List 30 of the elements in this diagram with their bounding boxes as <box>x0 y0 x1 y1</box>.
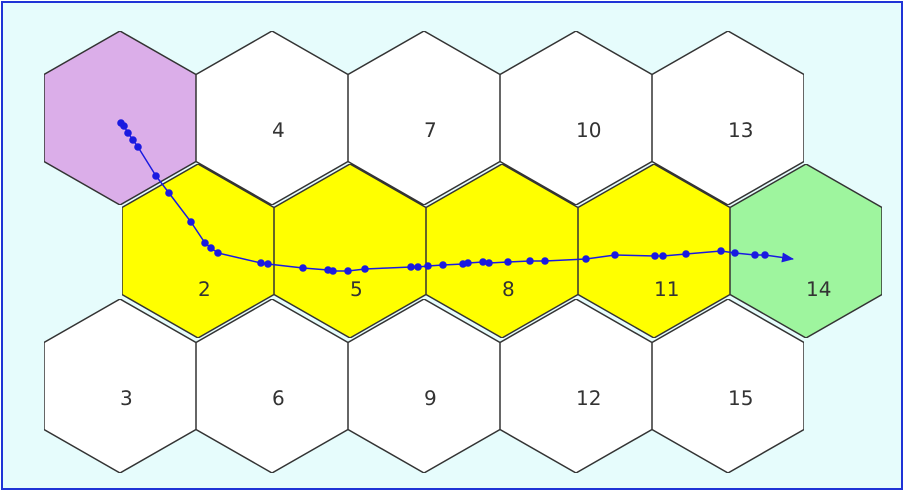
hexagon <box>348 299 500 473</box>
cell-number: 13 <box>728 118 754 142</box>
cell-number: 8 <box>502 277 515 301</box>
hexagon <box>426 164 578 338</box>
cell-number: 3 <box>120 386 133 410</box>
trajectory-arrow <box>634 250 794 262</box>
hexagon <box>348 31 500 205</box>
hexagon <box>44 299 196 473</box>
hexagon <box>196 31 348 205</box>
cell-number: 10 <box>576 118 602 142</box>
cell-number: 14 <box>806 277 832 301</box>
cell-number: 4 <box>272 118 285 142</box>
cell-number: 11 <box>654 277 680 301</box>
hexagon <box>500 31 652 205</box>
hexagon <box>196 299 348 473</box>
cell-number: 15 <box>728 386 754 410</box>
hexagon <box>578 164 730 338</box>
cell-number: 9 <box>424 386 437 410</box>
hexagon <box>500 299 652 473</box>
hexagon <box>122 164 274 338</box>
cell-number: 6 <box>272 386 285 410</box>
cell-number: 7 <box>424 118 437 142</box>
hexagon <box>652 31 804 205</box>
hexagon <box>652 299 804 473</box>
hexagon <box>44 31 196 205</box>
cell-number: 2 <box>198 277 211 301</box>
cell-number: 5 <box>350 277 363 301</box>
hexagon <box>274 164 426 338</box>
cell-number: 12 <box>576 386 602 410</box>
hexagon <box>730 164 882 338</box>
